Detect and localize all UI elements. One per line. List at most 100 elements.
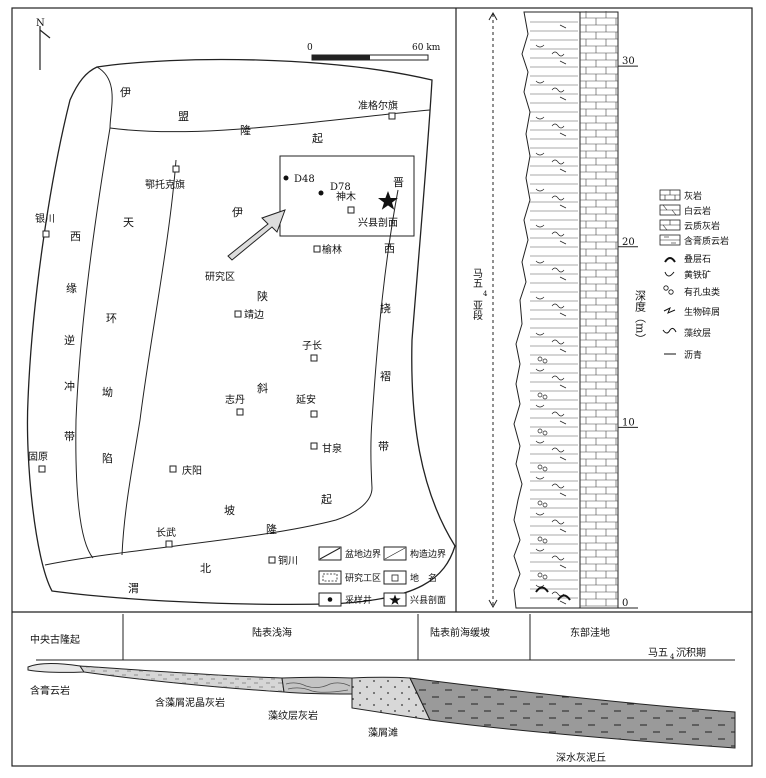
depth-tick-label: 20 <box>622 237 635 248</box>
stromatolite-icon <box>664 257 676 263</box>
place-jingbian: 靖边 <box>244 308 264 321</box>
legend-dolomitic-limestone: 云质灰岩 <box>684 220 720 232</box>
place-jingbian-marker <box>234 310 242 318</box>
place-tongchuan: 铜川 <box>278 555 298 567</box>
member-label-suffix: 亚段 <box>471 300 483 321</box>
zone-central-uplift: 中央古隆起 <box>30 633 80 646</box>
jinxi-west-boundary <box>370 189 399 489</box>
unit-yishan-1: 伊 <box>232 206 243 219</box>
tectonic-units: 伊 盟 隆 起 天 环 坳 陷 西 缘 逆 冲 带 伊 陕 斜 坡 晋 西 挠 … <box>64 86 404 595</box>
bioclast-icon <box>663 306 676 314</box>
unit-weibei-3: 隆 <box>266 522 277 536</box>
wedge-gypsum-dolomite <box>27 663 85 673</box>
member-label-main: 马五 <box>471 268 483 288</box>
place-markers <box>38 112 396 564</box>
period-label-suffix: 沉积期 <box>676 646 706 659</box>
well-d78-label: D78 <box>330 182 351 193</box>
column-legend: 灰岩 白云岩 云质灰岩 含膏质云岩 叠层石 黄铁矿 有孔虫类 <box>659 189 729 361</box>
facies-gypsum-dolomite: 含膏云岩 <box>30 684 70 697</box>
place-zichang: 子长 <box>302 340 322 352</box>
map-legend: 盆地边界 构造边界 研究工区 地 名 采样井 兴县剖面 <box>318 546 446 607</box>
place-shenmu: 神木 <box>336 190 356 203</box>
member-arrow-top <box>488 11 498 21</box>
legend-bitumen: 沥青 <box>684 349 702 361</box>
facies-deepwater-mound: 深水灰泥丘 <box>556 751 606 764</box>
lithology-column-right <box>579 11 619 609</box>
place-qingyang-marker <box>169 465 177 473</box>
legend-dolomite: 白云岩 <box>684 205 711 217</box>
period-label: 马五 4 沉积期 <box>648 646 706 661</box>
zone-east-depression: 东部洼地 <box>570 626 610 639</box>
legend-place-name: 地 名 <box>410 572 437 584</box>
foraminifera-icon <box>663 285 674 295</box>
unit-jinxi-3: 挠 <box>380 301 391 315</box>
place-qingyang: 庆阳 <box>182 464 202 477</box>
legend-bioclast: 生物碎屑 <box>684 306 720 318</box>
outer-frame <box>11 7 753 767</box>
unit-weibei-2: 北 <box>200 562 211 575</box>
place-yinchuan-marker <box>42 230 50 238</box>
pyrite-icon <box>664 271 675 277</box>
north-arrow: N <box>36 18 51 70</box>
wedge-algal-laminated <box>281 676 353 695</box>
unit-yishan-4: 坡 <box>224 504 235 517</box>
study-work-area <box>279 155 415 237</box>
legend-basin-boundary: 盆地边界 <box>345 548 381 560</box>
depth-tick-label: 10 <box>622 417 635 428</box>
place-zichang-marker <box>310 354 318 362</box>
west-inner-boundary <box>75 127 111 559</box>
unit-jinxi-2: 西 <box>384 242 395 255</box>
xingxian-section-label: 兴县剖面 <box>358 216 398 229</box>
unit-weibei-1: 渭 <box>128 582 139 595</box>
period-label-sub: 4 <box>670 653 675 661</box>
place-guyuan-marker <box>38 465 46 473</box>
well-d78-marker <box>318 190 324 196</box>
member-label: 马五 4 亚段 <box>471 268 489 321</box>
place-tongchuan-marker <box>268 556 276 564</box>
legend-algal-lamination: 藻纹层 <box>684 327 711 339</box>
unit-jinxi-1: 晋 <box>393 176 404 189</box>
study-area-label: 研究区 <box>205 270 235 283</box>
legend-foraminifera: 有孔虫类 <box>684 286 720 298</box>
legend-pyrite: 黄铁矿 <box>684 269 711 281</box>
unit-tianhuan-2: 环 <box>106 312 117 325</box>
unit-tianhuan-4: 陷 <box>102 451 113 465</box>
place-etuoke: 鄂托克旗 <box>145 178 185 191</box>
place-labels: 准格尔旗 鄂托克旗 银川 神木 榆林 靖边 子长 志丹 延安 甘泉 固原 庆阳 … <box>28 99 398 567</box>
place-zhidan: 志丹 <box>225 393 245 406</box>
scale-end-label: 60 km <box>412 43 441 53</box>
facies-profile: 中央古隆起 陆表浅海 陆表前海缓坡 东部洼地 马五 4 沉积期 含膏云岩 含藻屑… <box>27 614 736 764</box>
place-yulin: 榆林 <box>322 243 342 256</box>
algal-lamination-icon <box>662 327 677 334</box>
place-etuoke-marker <box>172 165 180 173</box>
zone-shallow-sea: 陆表浅海 <box>252 626 292 639</box>
place-yanan-marker <box>310 410 318 418</box>
unit-jinxi-4: 褶 <box>380 369 391 383</box>
unit-tianhuan-1: 天 <box>123 216 134 229</box>
place-shenmu-marker <box>347 206 355 214</box>
unit-yishan-2: 陕 <box>257 289 268 303</box>
xingxian-section-star <box>378 191 398 210</box>
unit-tianhuan-3: 坳 <box>102 385 113 399</box>
member-label-sub: 4 <box>483 290 488 298</box>
legend-sampling-well: 采样井 <box>345 594 372 606</box>
basin-boundary <box>26 58 456 606</box>
facies-algal-shoal: 藻屑滩 <box>368 726 398 739</box>
depth-axis-label: 深度（m） <box>634 290 647 345</box>
unit-xiyuan-5: 带 <box>64 430 75 443</box>
place-ganquan: 甘泉 <box>322 442 342 455</box>
zone-gentle-slope: 陆表前海缓坡 <box>430 626 490 639</box>
study-area-arrow <box>227 209 286 261</box>
legend-study-work-area: 研究工区 <box>345 572 381 584</box>
depth-tick-label: 0 <box>622 598 628 609</box>
place-changwu-marker <box>165 540 173 548</box>
unit-yimeng-4: 起 <box>312 132 323 145</box>
north-label: N <box>36 18 45 29</box>
unit-yimeng-1: 伊 <box>120 86 131 99</box>
period-label-main: 马五 <box>648 647 668 659</box>
unit-yimeng-2: 盟 <box>178 110 189 123</box>
